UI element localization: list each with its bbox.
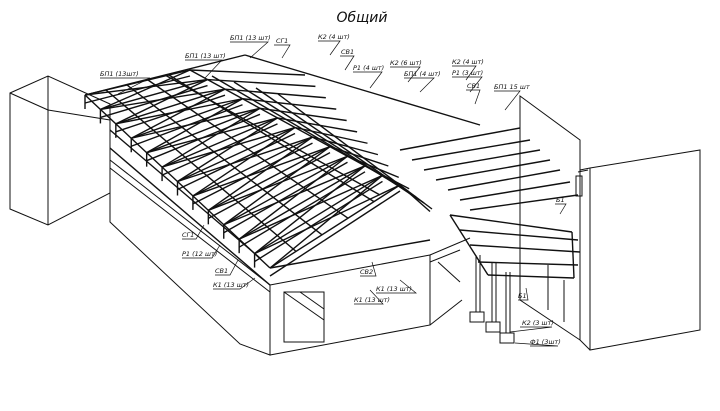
- brace: [84, 78, 208, 96]
- truss-chord: [269, 184, 401, 269]
- label-k2-6: К2 (6 шт): [390, 59, 422, 67]
- label-p1-4: Р1 (4 шт): [353, 64, 384, 72]
- label-k1-13-mid: К1 (13 шт): [376, 285, 412, 293]
- brace: [207, 136, 313, 211]
- label-f1-3: Ф1 (3шт): [530, 338, 561, 346]
- brace: [208, 155, 348, 211]
- leader-lines: [100, 40, 567, 347]
- brace: [254, 165, 366, 255]
- label-bp1-4: БП1 (4 шт): [404, 70, 441, 78]
- truss-chord: [131, 98, 243, 139]
- truss-bottom: [208, 152, 331, 219]
- label-k1-13-bottom: К1 (13 шт): [354, 296, 390, 304]
- truss-bottom: [192, 142, 313, 205]
- brace: [100, 88, 226, 111]
- label-k2-4-right: К2 (4 шт): [452, 58, 484, 66]
- brace: [269, 174, 383, 269]
- truss-chord: [208, 146, 331, 211]
- truss-chord: [177, 126, 296, 183]
- purlin: [105, 89, 297, 252]
- label-bp1-13-mid: БП1 (13 шт): [185, 52, 226, 60]
- brace: [161, 107, 261, 168]
- purlin: [233, 81, 417, 198]
- truss-bottom: [100, 84, 208, 119]
- purlin: [126, 84, 323, 236]
- label-sv2: СВ2: [360, 268, 373, 276]
- brace: [254, 184, 401, 255]
- label-k1-13-left: К1 (13 шт): [213, 281, 249, 289]
- roof-structure: [84, 54, 581, 286]
- drawing-title: Общий: [336, 10, 388, 26]
- label-sg1-left: СГ1: [182, 231, 194, 239]
- truss-chord: [115, 88, 226, 125]
- brace: [146, 117, 278, 154]
- brace: [115, 78, 208, 125]
- brace: [115, 98, 243, 125]
- building-walls: [9, 75, 701, 356]
- brace: [238, 174, 383, 240]
- truss-chord: [238, 165, 366, 240]
- truss-chord: [100, 78, 208, 111]
- truss-chord: [224, 88, 326, 99]
- truss-chord: [84, 69, 191, 96]
- truss-chord: [294, 126, 368, 144]
- label-bp1-15: БП1 15 шт: [494, 83, 530, 91]
- truss-chord: [312, 136, 379, 156]
- label-sg1-top: СГ1: [276, 37, 288, 45]
- truss-chord: [146, 107, 261, 154]
- label-sv1-top: СВ1: [341, 48, 354, 56]
- truss-chord: [242, 98, 337, 110]
- truss-chord: [207, 78, 316, 88]
- label-sv1-right: СВ1: [467, 82, 480, 90]
- label-bp1-13shr: БП1 (13шт): [100, 70, 139, 78]
- label-b1-bottom: Б1: [518, 292, 527, 300]
- brace: [161, 126, 296, 168]
- brace: [223, 146, 331, 226]
- truss-bottom: [269, 190, 401, 277]
- truss-chord: [254, 174, 383, 255]
- brace: [223, 165, 366, 226]
- truss-bottom: [254, 180, 383, 263]
- truss-chord: [223, 155, 348, 226]
- truss-bottom: [223, 161, 348, 234]
- brace: [131, 107, 261, 139]
- purlin: [255, 87, 425, 204]
- truss-chord: [259, 107, 347, 122]
- truss-bottom: [84, 75, 191, 104]
- purlin: [147, 79, 349, 219]
- brace: [192, 146, 331, 197]
- truss-chord: [189, 69, 306, 76]
- truss-chord: [192, 136, 313, 197]
- brace: [100, 69, 191, 111]
- brace: [177, 117, 278, 183]
- brace: [130, 88, 226, 139]
- purlin: [168, 74, 375, 203]
- label-sv1-left: СВ1: [215, 267, 228, 275]
- label-p1-12: Р1 (12 шт): [182, 250, 217, 258]
- brace: [146, 98, 243, 154]
- brace: [177, 136, 313, 183]
- truss-chord: [329, 146, 389, 167]
- brace: [238, 155, 348, 240]
- label-p1-3: Р1 (3 шт): [452, 69, 483, 77]
- label-k2-3: К2 (3 шт): [522, 319, 554, 327]
- label-k2-4-top: К2 (4 шт): [318, 33, 350, 41]
- label-bp1-13-top: БП1 (13 шт): [230, 34, 271, 42]
- label-b1-top: Б1: [556, 196, 565, 204]
- truss-chord: [277, 117, 358, 133]
- truss-chord: [161, 117, 278, 168]
- purlin: [277, 93, 433, 210]
- truss-bottom: [238, 171, 366, 248]
- brace: [192, 126, 296, 197]
